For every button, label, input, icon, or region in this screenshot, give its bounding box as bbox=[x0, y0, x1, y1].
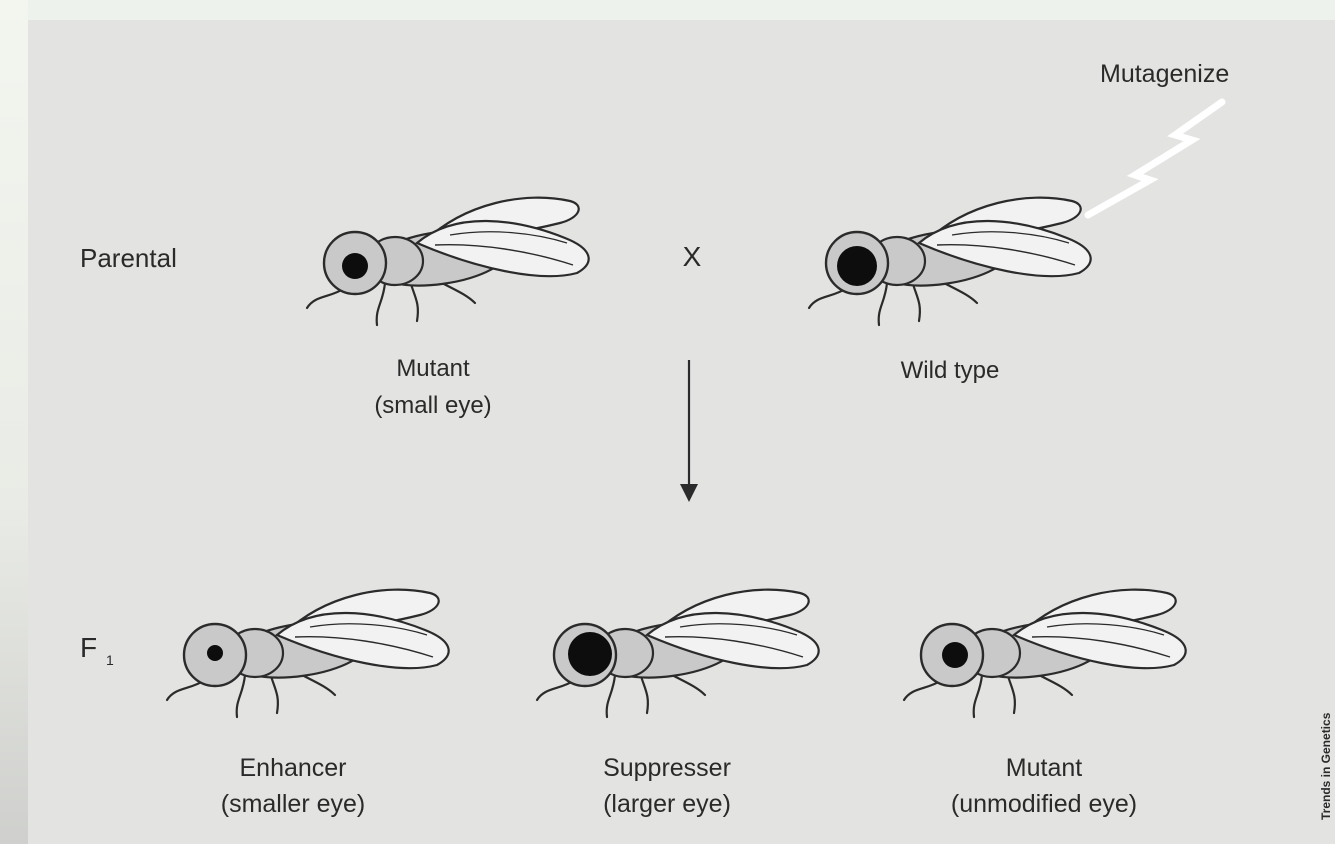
cross-symbol: X bbox=[683, 241, 702, 272]
mutagen-lightning-icon bbox=[1088, 102, 1222, 215]
mutant-f1-sublabel: (unmodified eye) bbox=[951, 790, 1137, 818]
suppresser-sublabel: (larger eye) bbox=[603, 790, 731, 818]
wild-type-parent-fly bbox=[809, 198, 1091, 325]
suppresser-fly bbox=[537, 590, 819, 717]
suppresser-label: Suppresser bbox=[603, 754, 731, 782]
mutant-f1-label: Mutant bbox=[1006, 754, 1082, 782]
parent-wild-type-label: Wild type bbox=[901, 357, 1000, 384]
smaller-eye-pupil bbox=[207, 645, 223, 661]
f1-label: F bbox=[80, 632, 97, 663]
unmodified-mutant-fly bbox=[904, 590, 1186, 717]
down-arrow-icon bbox=[680, 484, 698, 502]
small-eye-pupil bbox=[342, 253, 368, 279]
larger-eye-pupil bbox=[568, 632, 612, 676]
f1-subscript: 1 bbox=[106, 652, 114, 668]
journal-credit: Trends in Genetics bbox=[1319, 712, 1333, 820]
unmodified-eye-pupil bbox=[942, 642, 968, 668]
mutant-parent-fly bbox=[307, 198, 589, 325]
wild-type-eye-pupil bbox=[837, 246, 877, 286]
parental-label: Parental bbox=[80, 243, 177, 273]
enhancer-fly bbox=[167, 590, 449, 717]
enhancer-label: Enhancer bbox=[239, 754, 346, 782]
mutagenize-label: Mutagenize bbox=[1100, 60, 1229, 88]
parent-mutant-sublabel: (small eye) bbox=[374, 392, 491, 419]
parent-mutant-label: Mutant bbox=[396, 355, 470, 382]
enhancer-sublabel: (smaller eye) bbox=[221, 790, 365, 818]
